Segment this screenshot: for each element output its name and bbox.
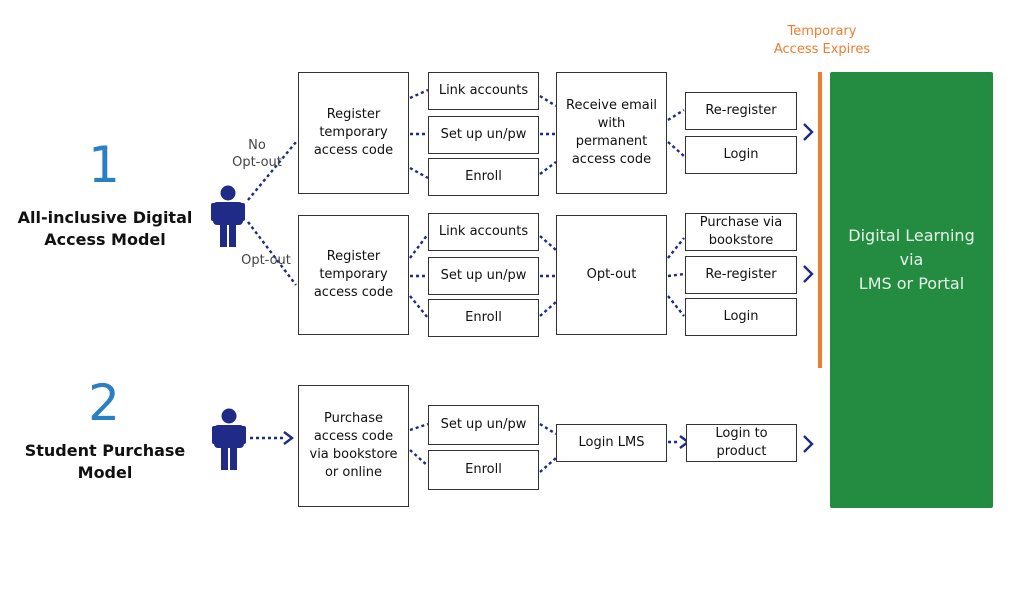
no-optout-label: No Opt-out: [232, 138, 282, 170]
digital-learning-panel: Digital Learning via LMS or Portal: [830, 72, 993, 508]
link-accounts-label: Link accounts: [438, 224, 529, 239]
model2-title: Student Purchase Model: [24, 441, 186, 482]
enroll-box: Enroll: [428, 450, 539, 490]
optout-label: Opt-out: [241, 253, 291, 268]
optout-box-label: Opt-out: [586, 267, 637, 282]
reregister-box: Re-register: [685, 92, 797, 130]
login-product-label: Login to product: [715, 426, 768, 459]
purchase-bookstore-label: Purchase via bookstore: [699, 215, 783, 248]
reregister-label: Re-register: [705, 267, 777, 282]
enroll-box: Enroll: [428, 299, 539, 337]
receive-email-box: Receive email with permanent access code: [556, 72, 667, 194]
enroll-label: Enroll: [465, 169, 502, 184]
reregister-box: Re-register: [685, 256, 797, 294]
register-label: Register temporary access code: [313, 249, 394, 300]
login-to-product-box: Login to product: [686, 424, 797, 462]
optout-box: Opt-out: [556, 215, 667, 335]
expiry-bar: [818, 72, 822, 368]
purchase-access-code-box: Purchase access code via bookstore or on…: [298, 385, 409, 507]
login-box: Login: [685, 298, 797, 336]
purchase-access-code-label: Purchase access code via bookstore or on…: [309, 411, 398, 480]
person-icon: [211, 185, 245, 247]
link-accounts-box: Link accounts: [428, 213, 539, 251]
person-icon: [212, 408, 246, 470]
login-lms-label: Login LMS: [578, 435, 645, 450]
setup-unpw-box: Set up un/pw: [428, 257, 539, 295]
register-label: Register temporary access code: [313, 107, 394, 158]
setup-unpw-box: Set up un/pw: [428, 405, 539, 445]
login-box: Login: [685, 136, 797, 174]
enroll-label: Enroll: [465, 310, 502, 325]
register-temporary-code-box: Register temporary access code: [298, 72, 409, 194]
digital-learning-label: Digital Learning via LMS or Portal: [848, 226, 975, 293]
setup-label: Set up un/pw: [440, 417, 527, 432]
model2-number: 2: [88, 374, 120, 432]
link-accounts-label: Link accounts: [438, 83, 529, 98]
temporary-access-expires-label: Temporary Access Expires: [773, 24, 871, 57]
reregister-label: Re-register: [705, 103, 777, 118]
setup-label: Set up un/pw: [440, 268, 527, 283]
login-lms-box: Login LMS: [556, 424, 667, 462]
receive-email-label: Receive email with permanent access code: [566, 98, 657, 167]
login-label: Login: [723, 147, 759, 162]
model1-number: 1: [88, 136, 120, 194]
enroll-box: Enroll: [428, 158, 539, 196]
model1-title: All-inclusive Digital Access Model: [17, 208, 193, 249]
register-temporary-code-box: Register temporary access code: [298, 215, 409, 335]
setup-unpw-box: Set up un/pw: [428, 116, 539, 154]
purchase-via-bookstore-box: Purchase via bookstore: [685, 213, 797, 251]
setup-label: Set up un/pw: [440, 127, 527, 142]
enroll-label: Enroll: [465, 462, 502, 477]
login-label: Login: [723, 309, 759, 324]
link-accounts-box: Link accounts: [428, 72, 539, 110]
